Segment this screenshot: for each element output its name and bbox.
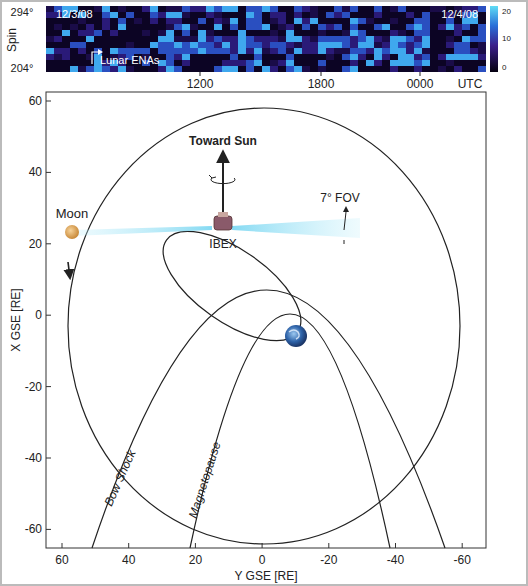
plot-label: 294° xyxy=(11,7,34,18)
plot-label: -20 xyxy=(320,554,337,566)
plot-label: 20 xyxy=(29,238,42,250)
plot-label: Y GSE [RE] xyxy=(234,570,297,582)
plot-label: 40 xyxy=(29,166,42,178)
plot-label: 204° xyxy=(11,63,34,74)
plot-label: 60 xyxy=(29,95,42,107)
plot-label: 1800 xyxy=(308,78,335,90)
plot-label: X GSE [RE] xyxy=(10,288,22,351)
plot-label: 7° FOV xyxy=(320,192,359,204)
plot-label: 60 xyxy=(55,554,68,566)
plot-label: -60 xyxy=(454,554,471,566)
plot-label: 0 xyxy=(502,64,506,72)
plot-label: 20 xyxy=(502,8,511,16)
plot-label: Spin xyxy=(6,28,18,52)
plot-label: 40 xyxy=(122,554,135,566)
plot-label: IBEX xyxy=(209,238,236,250)
plot-label: 12/4/08 xyxy=(441,9,478,20)
plot-label: Moon xyxy=(56,207,89,220)
plot-label: -20 xyxy=(25,381,42,393)
plot-label: 0000 xyxy=(407,78,434,90)
plot-label: UTC xyxy=(458,78,483,90)
plot-label: -40 xyxy=(25,452,42,464)
plot-label: 12/3/08 xyxy=(56,9,93,20)
plot-label: 20 xyxy=(189,554,202,566)
plot-label: -60 xyxy=(25,523,42,535)
plot-label: -40 xyxy=(387,554,404,566)
plot-label: Toward Sun xyxy=(189,135,257,147)
plot-label: Lunar ENAs xyxy=(100,55,159,66)
plot-label: 0 xyxy=(259,554,266,566)
plot-label: 10 xyxy=(502,35,511,43)
plot-label: 1200 xyxy=(187,78,214,90)
plot-label: 0 xyxy=(35,309,42,321)
